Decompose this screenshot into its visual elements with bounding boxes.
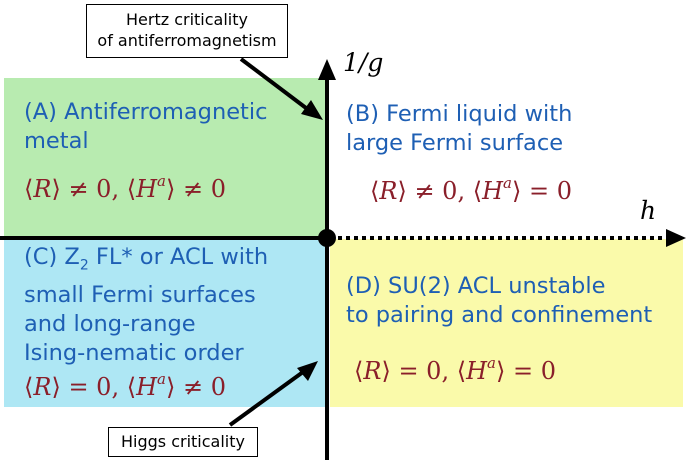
region-c-label-line-2: small Fermi surfaces <box>24 281 256 308</box>
region-b-order-parameters: ⟨R⟩ ≠ 0, ⟨Ha⟩ = 0 <box>370 174 572 205</box>
horizontal-axis-arrowhead <box>666 229 686 247</box>
region-d-order-parameters: ⟨R⟩ = 0, ⟨Ha⟩ = 0 <box>354 354 556 385</box>
higgs-pointer-arrowhead <box>297 361 318 381</box>
horizontal-axis-label: h <box>640 196 657 225</box>
region-a-antiferromagnetic-metal <box>4 78 326 238</box>
higgs-callout-line-1: Higgs criticality <box>121 432 245 451</box>
hertz-callout-line-1: Hertz criticality <box>126 10 248 29</box>
region-b-label-line-2: large Fermi surface <box>346 130 564 156</box>
region-d-su2-acl <box>330 239 683 407</box>
higgs-criticality-callout: Higgs criticality <box>108 427 258 457</box>
region-c-fl-star-acl <box>4 239 326 407</box>
critical-point <box>318 229 336 247</box>
region-b-label-line-1: (B) Fermi liquid with <box>346 101 573 127</box>
hertz-callout-line-2: of antiferromagnetism <box>97 31 277 50</box>
region-d-label-line-1: (D) SU(2) ACL unstable <box>346 273 606 299</box>
region-a-label-line-1: (A) Antiferromagnetic <box>24 99 268 125</box>
region-d-label-line-2: to pairing and confinement <box>346 302 653 328</box>
vertical-axis-label: 1/g <box>343 48 384 77</box>
hertz-pointer-line <box>239 57 312 113</box>
region-a-label-line-2: metal <box>24 128 89 154</box>
hertz-pointer-arrowhead <box>301 100 323 120</box>
region-c-label-line-3: and long-range <box>24 310 196 337</box>
region-a-order-parameters: ⟨R⟩ ≠ 0, ⟨Ha⟩ ≠ 0 <box>24 172 226 203</box>
region-b-label: (B) Fermi liquid with large Fermi surfac… <box>346 100 572 158</box>
vertical-axis-arrowhead <box>318 59 336 80</box>
higgs-pointer-line <box>228 370 305 427</box>
region-c-label-line-4: Ising-nematic order <box>24 339 244 366</box>
region-d-label: (D) SU(2) ACL unstable to pairing and co… <box>346 272 652 330</box>
region-a-label: (A) Antiferromagnetic metal <box>24 98 268 156</box>
region-c-label: (C) Z2 FL* or ACL with small Fermi surfa… <box>24 243 268 368</box>
region-c-label-line-1: (C) Z2 FL* or ACL with <box>24 244 269 274</box>
hertz-criticality-callout: Hertz criticality of antiferromagnetism <box>86 4 288 58</box>
region-b-fermi-liquid <box>327 78 683 238</box>
region-c-order-parameters: ⟨R⟩ = 0, ⟨Ha⟩ ≠ 0 <box>24 370 226 401</box>
